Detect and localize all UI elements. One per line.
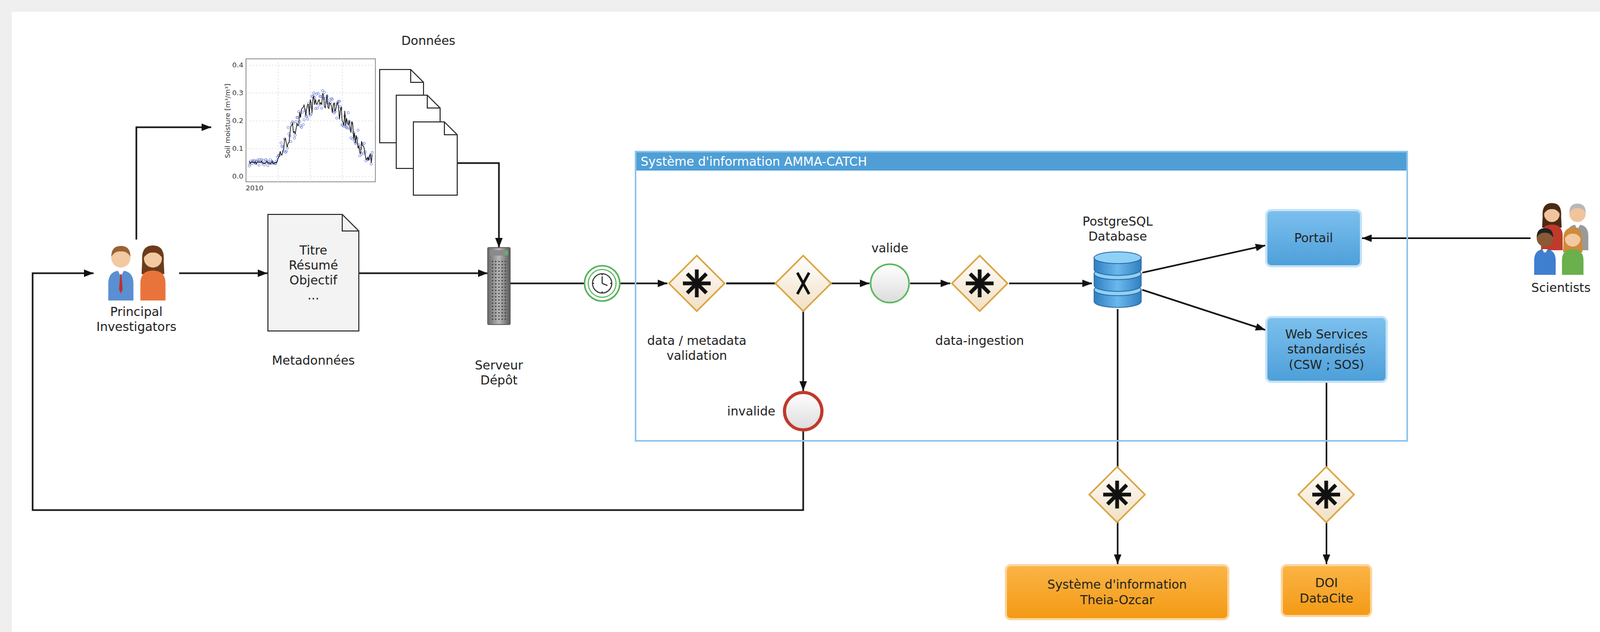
data-file-stack [379,69,458,196]
box-label: DOI DataCite [1289,575,1365,606]
timer-event [584,265,620,302]
data-point [370,162,373,165]
data-point [302,118,305,121]
parallel-gateway-outline [667,254,727,313]
parallel-gateway-outline [950,254,1010,313]
data-point [289,140,292,143]
external-system-box: DOI DataCite [1280,564,1373,618]
data-point [294,134,297,137]
data-point [363,142,366,145]
external-system-box: Système d'information Theia-Ozcar [1004,564,1230,621]
flow-arrow [359,272,488,275]
axis-tick-label: 2010 [245,184,264,192]
actor-label: Scientists [1531,280,1591,296]
data-point [316,106,319,110]
data-point [347,111,350,114]
data-point [320,106,323,110]
document-body: Titre Résumé Objectif ... [288,242,338,303]
data-point [317,91,320,95]
end-event-outline [869,263,911,304]
axis-tick-label: 0.2 [232,117,244,125]
actor-label: Principal Investigators [82,304,190,335]
flow-arrow [32,273,804,511]
gateway-label: data-ingestion [935,333,1025,349]
data-point [312,91,315,95]
service-box: Portail [1265,209,1363,268]
flow-arrow [457,163,499,248]
box-label: Système d'information Theia-Ozcar [1036,577,1198,607]
flow-arrow [1117,309,1119,565]
axis-title: Soil moisture [m³/m³] [224,83,232,158]
exclusive-gateway [775,255,832,312]
end-event: invalide [782,390,824,432]
external-system-box-outline [1280,564,1373,618]
data-files: Données [211,32,458,199]
server-icon [487,247,511,325]
external-system-box-outline [1004,564,1230,621]
data-point [346,126,349,129]
server-label: Serveur Dépôt [466,357,532,388]
flow-arrow [1362,237,1531,240]
flow-arrow [910,282,951,285]
data-point [335,117,338,120]
axis-tick-label: 0.0 [232,172,244,181]
data-heading: Données [401,33,456,49]
data-point [302,123,305,126]
data-point [322,90,326,94]
flow-arrow [1009,282,1092,285]
box-label: Web Services standardisés (CSW ; SOS) [1275,326,1378,372]
event-label: invalide [727,403,776,419]
data-point [257,164,260,167]
data-point [262,159,265,162]
database-icon-outline [1091,251,1144,310]
data-point [338,100,341,103]
data-point [356,128,359,132]
flow-arrow [1142,289,1266,330]
data-point [319,95,322,98]
data-point [285,150,288,153]
database-icon: PostgreSQL Database [1091,251,1144,310]
axis-tick-label: 0.3 [232,89,244,97]
data-point [266,164,269,167]
data-point [279,141,282,144]
actor-group: Principal Investigators [93,239,180,302]
database-label: PostgreSQL Database [1072,213,1164,244]
document-label: Metadonnées [271,352,355,368]
axis-tick-label: 0.4 [232,61,244,69]
service-box: Web Services standardisés (CSW ; SOS) [1265,316,1388,383]
scientists-icon [1534,203,1589,275]
data-point [287,126,290,129]
data-point [306,117,309,120]
flow-arrow [1142,245,1266,273]
axis-tick-label: 0.1 [232,144,244,153]
data-point [371,151,374,154]
metadata-document: Titre Résumé Objectif ...Metadonnées [267,213,360,332]
metadata-document-outline [267,213,360,332]
end-event-outline [782,390,824,432]
data-series [249,93,373,165]
end-event: valide [869,263,911,304]
data-point [296,116,299,119]
flow-arrow [179,272,268,275]
parallel-gateway [1089,466,1355,523]
data-point [305,114,308,118]
parallel-gateway: data / metadata validation [667,254,727,313]
data-point [310,112,313,115]
gateway-label: data / metadata validation [637,333,756,364]
actor-group: Scientists [1530,198,1592,274]
flow-arrow [136,127,212,240]
data-point [295,120,298,123]
data-point [331,98,334,101]
event-label: valide [871,240,909,256]
system-container: Système d'information AMMA-CATCH data / m… [634,150,1409,442]
box-label: Portail [1294,230,1333,246]
data-point [293,136,296,140]
container-title: Système d'information AMMA-CATCH [636,152,1407,171]
server-node: Serveur Dépôt [487,247,511,325]
principal-investigators-icon [108,245,166,301]
parallel-gateway: data-ingestion [950,254,1010,313]
soil-moisture-chart [245,58,376,182]
data-point [300,126,303,129]
